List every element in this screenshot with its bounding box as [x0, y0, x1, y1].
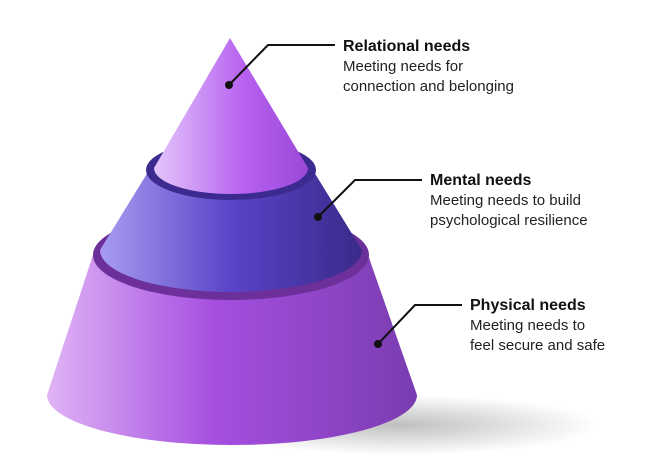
marker-dot-mental	[314, 213, 322, 221]
label-title: Relational needs	[343, 38, 471, 55]
tier-mental	[100, 172, 362, 292]
label-title: Physical needs	[470, 297, 586, 314]
label-desc-line: Meeting needs to build	[430, 192, 581, 209]
leader-lines	[228, 44, 462, 345]
label-desc-line: Meeting needs for	[343, 58, 464, 75]
marker-dot-physical	[374, 340, 382, 348]
label-desc-line: psychological resilience	[430, 212, 588, 229]
label-desc-line: Meeting needs to	[470, 317, 586, 334]
label-desc-line: connection and belonging	[343, 78, 514, 95]
tier-physical	[47, 255, 417, 445]
tier-relational	[154, 38, 308, 194]
label-relational: Relational needs Meeting needs for conne…	[343, 37, 514, 97]
label-physical: Physical needs Meeting needs to feel sec…	[470, 296, 605, 356]
label-title: Mental needs	[430, 172, 532, 189]
label-desc-line: feel secure and safe	[470, 337, 606, 354]
marker-dot-relational	[225, 81, 233, 89]
label-mental: Mental needs Meeting needs to build psyc…	[430, 171, 588, 231]
